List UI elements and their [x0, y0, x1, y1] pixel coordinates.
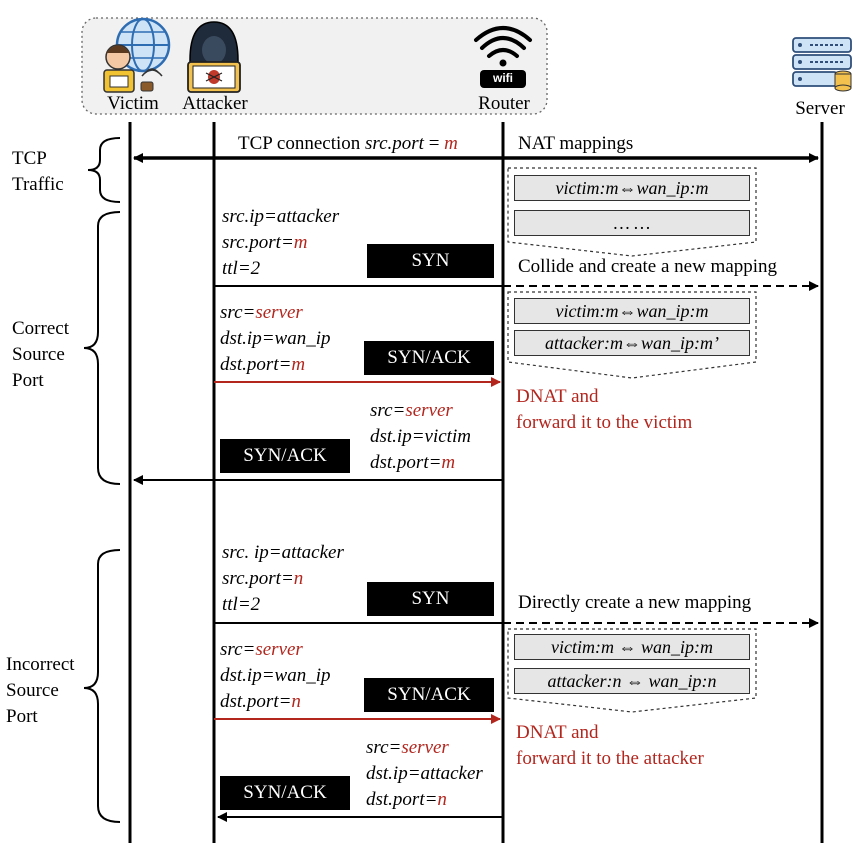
- incorrect-syn-port-value: n: [293, 568, 304, 589]
- incorrect-synack-dstport: dst.port=n: [220, 689, 330, 715]
- correct-synack-dstport-prefix: dst.port=: [220, 354, 292, 375]
- nat-mapping-row-2: … …: [514, 210, 750, 236]
- nat-mappings-title: NAT mappings: [518, 133, 634, 154]
- correct-forward-dstip: dst.ip=victim: [370, 426, 471, 447]
- port-m-value: m: [444, 133, 458, 154]
- incorrect-forward-params: src=server dst.ip=attacker dst.port=n: [366, 735, 483, 813]
- correct-forward-src: src=server: [370, 398, 471, 424]
- correct-brace: [83, 211, 121, 485]
- incorrect-dnat-line2: forward it to the attacker: [516, 748, 704, 769]
- correct-synack-src: src=server: [220, 300, 330, 326]
- incorrect-forward-src-prefix: src=: [366, 737, 402, 758]
- correct-forward-params: src=server dst.ip=victim dst.port=m: [370, 398, 471, 476]
- incorrect-dnat-line1: DNAT and: [516, 722, 599, 743]
- tcp-traffic-line2: Traffic: [12, 174, 64, 195]
- correct-forward-dstport: dst.port=m: [370, 450, 471, 476]
- incorrect-synack-src: src=server: [220, 637, 330, 663]
- correct-synack-params: src=server dst.ip=wan_ip dst.port=m: [220, 300, 330, 378]
- correct-synack-dstip: dst.ip=wan_ip: [220, 328, 331, 349]
- nat-mapping-row-1: victim:m⇔wan_ip:m: [514, 175, 750, 201]
- incorrect-forward-src-value: server: [401, 737, 449, 758]
- src-port-label: src.port: [365, 133, 424, 154]
- incorrect-synack-src-prefix: src=: [220, 639, 256, 660]
- correct-syn-srcport: src.port=m: [222, 230, 339, 256]
- tcp-connection-label: TCP connection: [238, 133, 361, 154]
- correct-forward-src-prefix: src=: [370, 400, 406, 421]
- incorrect-syn-srcip: src. ip=attacker: [222, 542, 344, 563]
- server-label: Server: [795, 98, 845, 119]
- correct-syn-srcport-label: src.port=: [222, 232, 294, 253]
- correct-synack-src-value: server: [255, 302, 303, 323]
- incorrect-forward-label: SYN/ACK: [220, 776, 350, 810]
- correct-synack-label: SYN/ACK: [364, 341, 494, 375]
- correct-synack-dstport: dst.port=m: [220, 352, 330, 378]
- incorrect-syn-label: SYN: [367, 582, 494, 616]
- incorrect-mapping-row-2: attacker:n ⇔ wan_ip:n: [514, 668, 750, 694]
- incorrect-synack-dstport-prefix: dst.port=: [220, 691, 292, 712]
- incorrect-line1: Incorrect: [6, 654, 75, 675]
- correct-syn-srcip: src.ip=attacker: [222, 206, 340, 227]
- correct-forward-dstport-prefix: dst.port=: [370, 452, 442, 473]
- correct-synack-src-prefix: src=: [220, 302, 256, 323]
- server-icon: [792, 37, 852, 92]
- correct-forward-label: SYN/ACK: [220, 439, 350, 473]
- incorrect-syn-srcport-label: src.port=: [222, 568, 294, 589]
- incorrect-synack-params: src=server dst.ip=wan_ip dst.port=n: [220, 637, 330, 715]
- incorrect-syn-srcport: src.port=n: [222, 566, 344, 592]
- incorrect-line3: Port: [6, 706, 38, 727]
- router-label: Router: [478, 93, 530, 114]
- wifi-text: wifi: [493, 71, 513, 85]
- incorrect-synack-dstport-value: n: [291, 691, 301, 712]
- incorrect-synack-src-value: server: [255, 639, 303, 660]
- incorrect-mapping-row-1: victim:m ⇔ wan_ip:m: [514, 634, 750, 660]
- direct-note: Directly create a new mapping: [518, 592, 752, 613]
- incorrect-forward-dstip: dst.ip=attacker: [366, 763, 483, 784]
- tcp-connection-text: TCP connection src.port = m: [238, 133, 458, 155]
- correct-mapping-row-2: attacker:m⇔wan_ip:m’: [514, 330, 750, 356]
- collide-note: Collide and create a new mapping: [518, 256, 778, 277]
- correct-synack-dstport-value: m: [291, 354, 306, 375]
- correct-syn-label: SYN: [367, 244, 494, 278]
- victim-icon: [103, 17, 171, 93]
- incorrect-brace: [83, 549, 121, 823]
- incorrect-forward-dstport-prefix: dst.port=: [366, 789, 438, 810]
- correct-mapping-row-1: victim:m⇔wan_ip:m: [514, 298, 750, 324]
- correct-dnat-note: DNAT and forward it to the victim: [516, 384, 692, 436]
- tcp-traffic-line1: TCP: [12, 148, 47, 169]
- incorrect-synack-label: SYN/ACK: [364, 678, 494, 712]
- correct-source-port-label: Correct Source Port: [12, 316, 69, 394]
- tcp-traffic-label: TCP Traffic: [12, 146, 64, 198]
- correct-dnat-line2: forward it to the victim: [516, 412, 693, 433]
- attacker-icon: [187, 21, 241, 93]
- equals-sign: =: [423, 133, 445, 154]
- incorrect-syn-params: src. ip=attacker src.port=n ttl=2: [222, 540, 344, 618]
- correct-line2: Source: [12, 344, 65, 365]
- incorrect-syn-ttl: ttl=2: [222, 594, 261, 615]
- correct-syn-params: src.ip=attacker src.port=m ttl=2: [222, 204, 339, 282]
- correct-syn-ttl: ttl=2: [222, 258, 261, 279]
- tcp-traffic-brace: [87, 137, 121, 203]
- incorrect-synack-dstip: dst.ip=wan_ip: [220, 665, 331, 686]
- router-icon: [474, 26, 532, 88]
- incorrect-source-port-label: Incorrect Source Port: [6, 652, 75, 730]
- correct-line1: Correct: [12, 318, 69, 339]
- correct-syn-port-value: m: [293, 232, 308, 253]
- attacker-label: Attacker: [182, 93, 248, 114]
- victim-label: Victim: [107, 93, 159, 114]
- incorrect-forward-dstport: dst.port=n: [366, 787, 483, 813]
- incorrect-forward-dstport-value: n: [437, 789, 447, 810]
- incorrect-forward-src: src=server: [366, 735, 483, 761]
- correct-forward-src-value: server: [405, 400, 453, 421]
- incorrect-line2: Source: [6, 680, 59, 701]
- correct-line3: Port: [12, 370, 44, 391]
- correct-forward-dstport-value: m: [441, 452, 456, 473]
- correct-dnat-line1: DNAT and: [516, 386, 599, 407]
- incorrect-dnat-note: DNAT and forward it to the attacker: [516, 720, 704, 772]
